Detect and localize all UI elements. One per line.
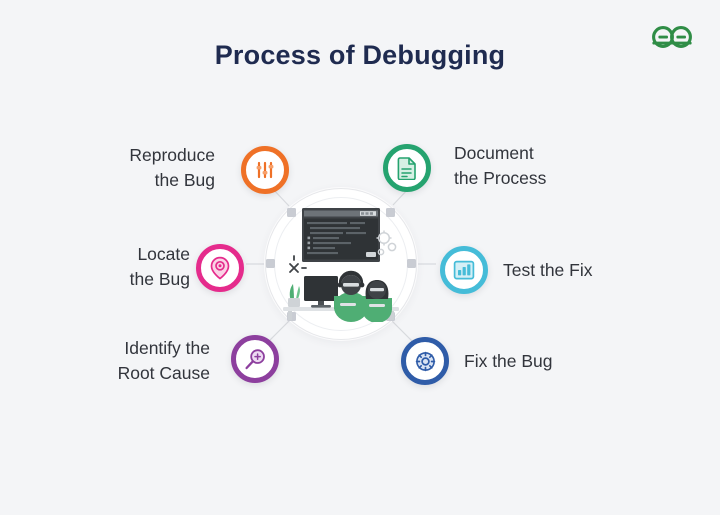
step-label-fix-the-bug: Fix the Bug bbox=[464, 351, 553, 371]
hub-node-top-right bbox=[386, 208, 395, 217]
step-label-reproduce-the-bug: Reproduce the Bug bbox=[129, 145, 215, 190]
hub-node-top-left bbox=[287, 208, 296, 217]
location-pin-icon bbox=[210, 256, 230, 280]
hub-node-left bbox=[266, 259, 275, 268]
geeksforgeeks-logo bbox=[646, 20, 698, 54]
page-title: Process of Debugging bbox=[214, 40, 506, 70]
developers-debugging-illustration bbox=[283, 208, 399, 322]
document-icon bbox=[397, 157, 416, 180]
center-hub bbox=[265, 188, 417, 340]
step-icon-locate-the-bug[interactable] bbox=[196, 244, 244, 292]
step-icon-test-the-fix[interactable] bbox=[440, 246, 488, 294]
sliders-icon bbox=[256, 161, 274, 179]
step-icon-reproduce-the-bug[interactable] bbox=[241, 146, 289, 194]
report-chart-icon bbox=[453, 260, 475, 280]
step-icon-document-the-process[interactable] bbox=[383, 144, 431, 192]
step-label-document-the-process: Document the Process bbox=[454, 143, 547, 188]
step-icon-fix-the-bug[interactable] bbox=[401, 337, 449, 385]
gear-settings-icon bbox=[415, 351, 435, 371]
step-label-test-the-fix: Test the Fix bbox=[503, 260, 593, 280]
step-label-identify-the-root-cause: Identify the Root Cause bbox=[117, 338, 210, 383]
hub-node-right bbox=[407, 259, 416, 268]
step-label-locate-the-bug: Locate the Bug bbox=[129, 244, 190, 289]
step-icon-identify-the-root-cause[interactable] bbox=[231, 335, 279, 383]
magnifier-search-icon bbox=[244, 348, 265, 369]
